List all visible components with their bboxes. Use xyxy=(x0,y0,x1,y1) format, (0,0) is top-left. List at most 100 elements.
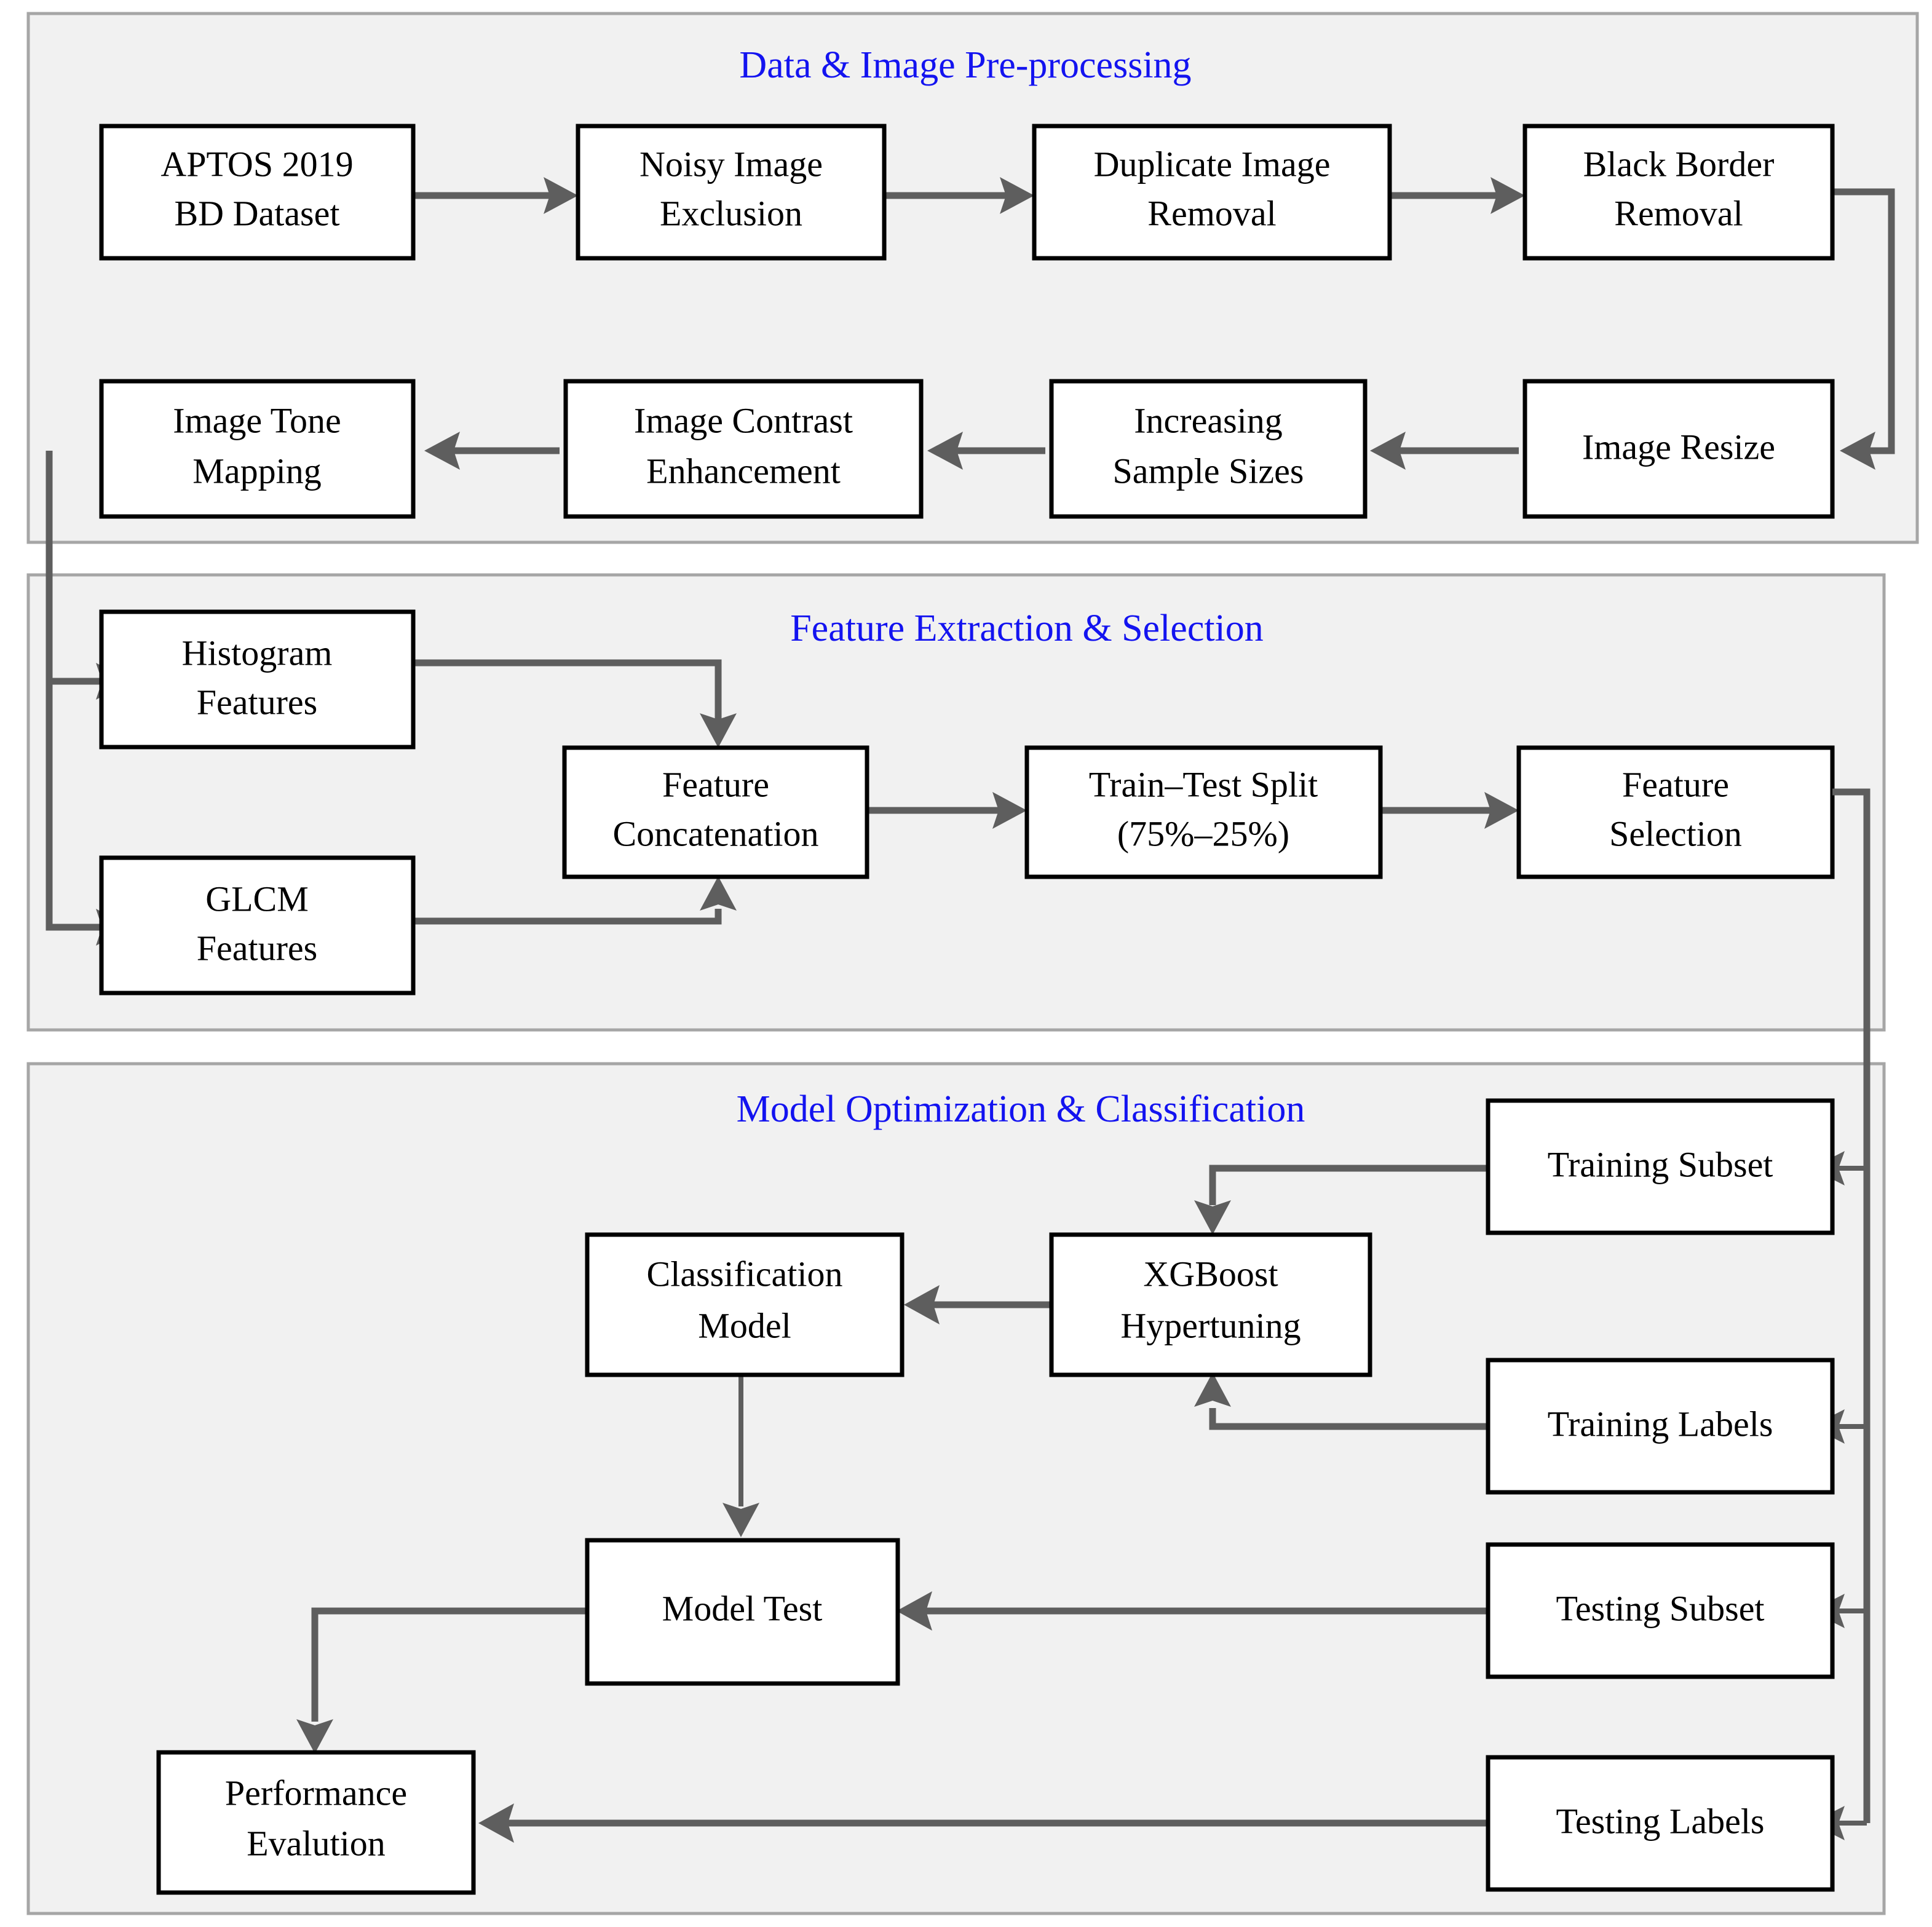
panel-preprocessing-title: Data & Image Pre-processing xyxy=(739,44,1191,86)
node-image-resize[interactable]: Image Resize xyxy=(1522,379,1835,519)
node-noisy-box[interactable] xyxy=(576,124,887,261)
node-duplicate-label-line1: Duplicate Image xyxy=(1094,144,1331,184)
node-concat-box[interactable] xyxy=(562,745,869,879)
node-duplicate-image-removal[interactable]: Duplicate Image Removal xyxy=(1032,124,1392,261)
node-model-test[interactable]: Model Test xyxy=(585,1538,900,1686)
node-xgboost-label-line1: XGBoost xyxy=(1143,1254,1278,1294)
node-split-label-line2: (75%–25%) xyxy=(1117,813,1289,853)
node-xgboost-box[interactable] xyxy=(1049,1232,1372,1377)
node-image-contrast-enhancement[interactable]: Image Contrast Enhancement xyxy=(563,379,924,519)
node-blackborder-label-line2: Removal xyxy=(1614,193,1743,233)
panel-features-title: Feature Extraction & Selection xyxy=(790,607,1264,649)
edge-histogram-concat xyxy=(413,659,722,722)
arrowhead-aptos-noisy xyxy=(544,177,578,214)
node-classmodel-box[interactable] xyxy=(585,1232,905,1377)
node-testing-subset[interactable]: Testing Subset xyxy=(1486,1542,1835,1679)
node-featsel-label-line1: Feature xyxy=(1622,764,1729,804)
node-histogram-box[interactable] xyxy=(99,609,416,750)
panel-features: Feature Extraction & Selection xyxy=(26,451,1886,1032)
node-image-tone-mapping[interactable]: Image Tone Mapping xyxy=(99,379,416,519)
arrowhead-modeltest-perfeval xyxy=(296,1719,333,1754)
node-samplesizes-box[interactable] xyxy=(1049,379,1368,519)
node-training-subset[interactable]: Training Subset xyxy=(1486,1098,1835,1235)
edge-blackborder-resize xyxy=(1832,188,1895,454)
node-tonemapping-box[interactable] xyxy=(99,379,416,519)
arrowhead-noisy-duplicate xyxy=(1000,177,1034,214)
node-featsel-box[interactable] xyxy=(1516,745,1835,879)
node-modeltest-box[interactable] xyxy=(585,1538,900,1686)
node-testlabels-box[interactable] xyxy=(1486,1755,1835,1892)
edge-featsel-rail xyxy=(1832,788,1871,1823)
node-histogram-label-line1: Histogram xyxy=(182,633,333,673)
node-concat-label-line1: Feature xyxy=(662,764,769,804)
node-testsubset-box[interactable] xyxy=(1486,1542,1835,1679)
node-tonemapping-label-line1: Image Tone xyxy=(173,400,341,440)
node-feature-selection[interactable]: Feature Selection xyxy=(1516,745,1835,879)
node-performance-evalution[interactable]: Performance Evalution xyxy=(156,1750,476,1895)
node-glcm-label-line1: GLCM xyxy=(205,879,309,919)
node-perfeval-box[interactable] xyxy=(156,1750,476,1895)
node-glcm-features[interactable]: GLCM Features xyxy=(99,855,416,995)
panel-preprocessing-connectors xyxy=(413,177,1895,470)
arrowhead-resize-samplesizes xyxy=(1370,432,1406,470)
arrowhead-trainsubset-xgboost xyxy=(1194,1200,1231,1235)
node-resize-label-line1: Image Resize xyxy=(1582,427,1775,467)
node-classmodel-label-line1: Classification xyxy=(647,1254,843,1294)
node-xgboost-hypertuning[interactable]: XGBoost Hypertuning xyxy=(1049,1232,1372,1377)
node-featsel-label-line2: Selection xyxy=(1609,813,1742,853)
node-noisy-image-exclusion[interactable]: Noisy Image Exclusion xyxy=(576,124,887,261)
node-glcm-box[interactable] xyxy=(99,855,416,995)
edge-trainlabels-xgboost xyxy=(1209,1408,1488,1430)
node-training-labels[interactable]: Training Labels xyxy=(1486,1358,1835,1495)
node-xgboost-label-line2: Hypertuning xyxy=(1120,1305,1301,1345)
arrowhead-samplesizes-contrast xyxy=(927,432,963,470)
panel-model-connectors xyxy=(296,1165,1488,1843)
panel-model: Model Optimization & Classification xyxy=(26,788,1886,1915)
node-blackborder-box[interactable] xyxy=(1522,124,1835,261)
node-tonemapping-label-line2: Mapping xyxy=(192,451,321,491)
arrowhead-histogram-concat xyxy=(700,713,737,748)
node-trainsubset-box[interactable] xyxy=(1486,1098,1835,1235)
arrowhead-testsubset-modeltest xyxy=(897,1591,932,1631)
node-classmodel-label-line2: Model xyxy=(698,1305,791,1345)
node-duplicate-label-line2: Removal xyxy=(1147,193,1276,233)
node-aptos-label-line2: BD Dataset xyxy=(175,193,340,233)
edge-tonemapping-glcm xyxy=(46,451,105,931)
arrowhead-classmodel-modeltest xyxy=(723,1503,759,1537)
node-resize-box[interactable] xyxy=(1522,379,1835,519)
node-split-label-line1: Train–Test Split xyxy=(1089,764,1318,804)
node-testsubset-label: Testing Subset xyxy=(1556,1588,1764,1628)
arrowhead-duplicate-blackborder xyxy=(1491,177,1525,214)
node-split-box[interactable] xyxy=(1024,745,1383,879)
node-black-border-removal[interactable]: Black Border Removal xyxy=(1522,124,1835,261)
arrowhead-testlabels-perfeval xyxy=(478,1803,514,1843)
node-glcm-label-line2: Features xyxy=(197,928,318,968)
node-testing-labels[interactable]: Testing Labels xyxy=(1486,1755,1835,1892)
edge-trainsubset-xgboost xyxy=(1209,1165,1488,1205)
node-aptos[interactable]: APTOS 2019 BD Dataset xyxy=(99,124,416,261)
node-trainlabels-box[interactable] xyxy=(1486,1358,1835,1495)
node-contrast-box[interactable] xyxy=(563,379,924,519)
edge-glcm-concat xyxy=(413,909,722,925)
arrowhead-xgboost-classmodel xyxy=(904,1285,940,1324)
node-aptos-box[interactable] xyxy=(99,124,416,261)
node-trainsubset-label: Training Subset xyxy=(1548,1144,1773,1184)
arrowhead-contrast-tonemapping xyxy=(424,432,460,470)
node-train-test-split[interactable]: Train–Test Split (75%–25%) xyxy=(1024,745,1383,879)
arrowhead-split-featsel xyxy=(1484,792,1519,829)
node-perfeval-label-line1: Performance xyxy=(225,1773,407,1813)
node-aptos-label-line1: APTOS 2019 xyxy=(160,144,353,184)
arrowhead-glcm-concat xyxy=(700,876,737,911)
node-testlabels-label: Testing Labels xyxy=(1556,1801,1764,1841)
node-duplicate-box[interactable] xyxy=(1032,124,1392,261)
arrowhead-blackborder-resize xyxy=(1840,432,1875,470)
node-classification-model[interactable]: Classification Model xyxy=(585,1232,905,1377)
edge-modeltest-perfeval xyxy=(311,1607,593,1722)
node-feature-concatenation[interactable]: Feature Concatenation xyxy=(562,745,869,879)
arrowhead-concat-split xyxy=(992,792,1027,829)
node-increasing-sample-sizes[interactable]: Increasing Sample Sizes xyxy=(1049,379,1368,519)
node-modeltest-label: Model Test xyxy=(662,1588,823,1628)
panel-preprocessing: Data & Image Pre-processing xyxy=(26,12,1919,544)
node-histogram-features[interactable]: Histogram Features xyxy=(99,609,416,750)
